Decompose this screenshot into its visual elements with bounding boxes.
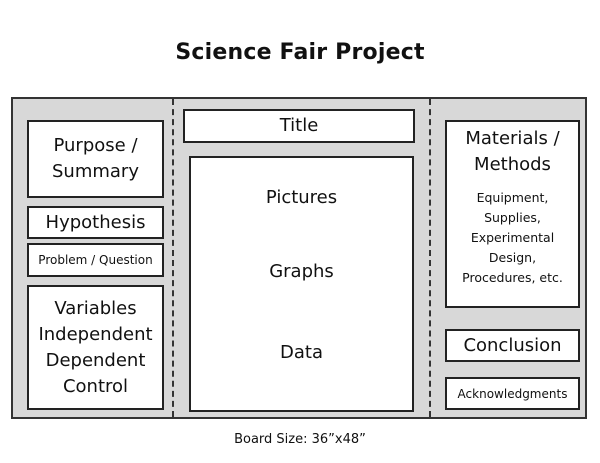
display-area-box: Pictures Graphs Data <box>189 156 414 412</box>
pictures-label: Pictures <box>265 187 338 208</box>
variables-line-1: Variables <box>54 297 137 319</box>
board-size-caption: Board Size: 36”x48” <box>234 432 366 447</box>
trifold-board: Purpose / Summary Hypothesis Problem / Q… <box>11 97 587 419</box>
variables-box: Variables Independent Dependent Control <box>27 285 164 410</box>
variables-line-2: Independent <box>38 323 153 345</box>
variables-line-4: Control <box>62 375 129 397</box>
graphs-label: Graphs <box>269 261 334 282</box>
materials-detail-3: Experimental <box>470 230 555 245</box>
acknowledgments-box: Acknowledgments <box>445 377 580 410</box>
hypothesis-label: Hypothesis <box>45 211 146 233</box>
materials-detail-4: Design, <box>488 250 537 265</box>
purpose-line-1: Purpose / <box>53 135 138 156</box>
conclusion-label: Conclusion <box>463 334 562 356</box>
conclusion-box: Conclusion <box>445 329 580 362</box>
materials-detail-1: Equipment, <box>476 190 549 205</box>
title-box: Title <box>183 109 415 143</box>
purpose-summary-box: Purpose / Summary <box>27 120 164 198</box>
problem-question-label: Problem / Question <box>38 253 153 267</box>
purpose-line-2: Summary <box>52 161 139 182</box>
problem-question-box: Problem / Question <box>27 243 164 277</box>
hypothesis-box: Hypothesis <box>27 206 164 239</box>
variables-line-3: Dependent <box>45 349 146 371</box>
materials-detail-5: Procedures, etc. <box>462 270 563 285</box>
materials-methods-box: Materials / Methods Equipment, Supplies,… <box>445 120 580 308</box>
fold-line-left <box>172 99 174 417</box>
page-title: Science Fair Project <box>175 40 425 65</box>
materials-detail-2: Supplies, <box>484 210 541 225</box>
data-label: Data <box>280 342 323 363</box>
materials-line-1: Materials / <box>465 128 560 149</box>
materials-line-2: Methods <box>474 154 551 175</box>
acknowledgments-label: Acknowledgments <box>457 386 568 401</box>
title-label: Title <box>279 115 319 136</box>
fold-line-right <box>429 99 431 417</box>
